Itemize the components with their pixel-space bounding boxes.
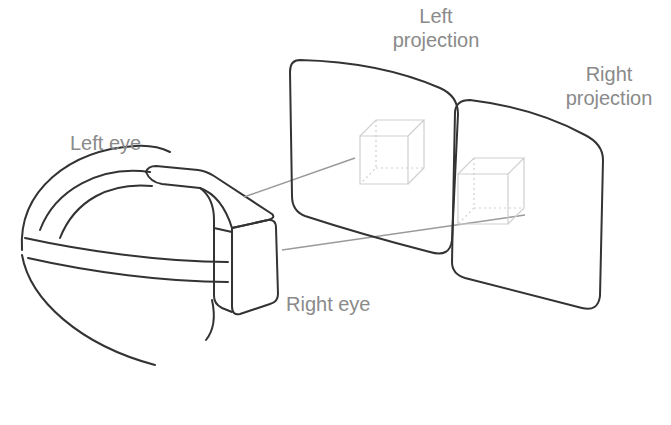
projection-panel: Right projection: [448, 62, 666, 318]
head-strap: [28, 258, 228, 282]
jaw-outline: [206, 300, 214, 340]
projection-heading: Right projection: [554, 62, 664, 110]
leader-line: [244, 158, 355, 197]
projection-heading: Left projection: [380, 4, 492, 52]
projection-panel: Left projection: [286, 4, 496, 266]
head-strap: [25, 238, 228, 262]
goggle-top: [146, 166, 273, 228]
cube-projection: [360, 120, 424, 184]
head-strap: [60, 185, 152, 238]
goggle-top: [146, 172, 232, 228]
eye-label: Left eye: [70, 131, 141, 155]
head-strap: [40, 171, 150, 230]
goggle-front: [232, 220, 278, 314]
panel-shape: [290, 60, 458, 254]
goggle-side: [214, 228, 232, 232]
cube-projection: [458, 158, 524, 224]
panel-shape: [452, 100, 603, 309]
goggle-side: [200, 188, 232, 312]
eye-label: Right eye: [286, 292, 371, 316]
head-outline: [22, 255, 155, 365]
head-outline: [22, 146, 170, 250]
